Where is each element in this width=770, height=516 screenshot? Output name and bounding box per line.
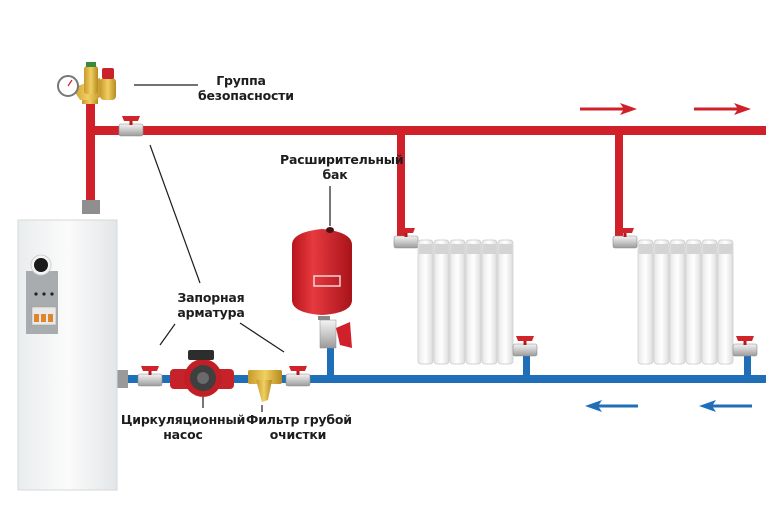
- radiator-section: [685, 239, 702, 365]
- arrow-left-icon: [699, 400, 752, 412]
- radiator-section-header: [719, 244, 732, 254]
- label-safety-group: Группа безопасности: [198, 73, 294, 103]
- radiator-section: [717, 239, 734, 365]
- radiator-section-header: [655, 244, 668, 254]
- label-coarse-filter: Фильтр грубой очистки: [246, 412, 352, 442]
- return-riser-tank: [327, 345, 334, 379]
- radiator-section-header: [451, 244, 464, 254]
- radiator-2-outlet-valve: [732, 335, 758, 357]
- electric-boiler: [17, 200, 128, 491]
- return-pipes: [120, 345, 766, 383]
- supply-drop-radiator-2: [615, 130, 623, 240]
- label-expansion-tank: Расширительный бак: [280, 152, 404, 182]
- radiator-1: [417, 239, 514, 365]
- radiator-section-header: [671, 244, 684, 254]
- safety-group: [57, 62, 116, 104]
- radiator-section-header: [435, 244, 448, 254]
- radiator-section: [449, 239, 466, 365]
- radiator-section: [417, 239, 434, 365]
- coarse-filter: [248, 370, 282, 402]
- radiator-section: [465, 239, 482, 365]
- arrow-right-icon: [580, 103, 637, 115]
- expansion-tank: [292, 227, 352, 349]
- label-shutoff-valves: Запорная арматура: [177, 290, 245, 320]
- radiator-section-header: [467, 244, 480, 254]
- radiator-1-outlet-valve: [512, 335, 538, 357]
- leader-shutoff-valve-top: [149, 144, 201, 284]
- radiator-2: [637, 239, 734, 365]
- shutoff-valve-supply: [118, 115, 144, 137]
- arrow-left-icon: [585, 400, 638, 412]
- radiator-section-header: [639, 244, 652, 254]
- leader-lines: [134, 84, 331, 412]
- radiator-section: [669, 239, 686, 365]
- return-main-pipe: [120, 375, 766, 383]
- radiator-section-header: [687, 244, 700, 254]
- shutoff-valve-boiler: [137, 365, 163, 387]
- return-riser-radiator-2: [744, 350, 751, 380]
- supply-riser-boiler: [86, 100, 95, 210]
- arrow-right-icon: [694, 103, 751, 115]
- supply-pipes: [86, 100, 766, 240]
- radiator-section-header: [703, 244, 716, 254]
- radiator-section: [433, 239, 450, 365]
- boiler-control-panel: [26, 254, 58, 334]
- leader-shutoff-valve-left: [159, 323, 176, 346]
- label-circulation-pump: Циркуляционный насос: [120, 412, 246, 442]
- leader-shutoff-valve-right: [239, 322, 285, 353]
- radiator-section-header: [419, 244, 432, 254]
- circulation-pump: [170, 350, 234, 397]
- radiator-section: [701, 239, 718, 365]
- supply-drop-radiator-1: [397, 130, 405, 240]
- shutoff-valve-filter: [285, 365, 311, 387]
- radiator-section-header: [483, 244, 496, 254]
- radiator-section: [637, 239, 654, 365]
- radiator-section: [481, 239, 498, 365]
- supply-main-pipe: [86, 126, 766, 135]
- radiator-section-header: [499, 244, 512, 254]
- radiator-section: [653, 239, 670, 365]
- radiator-section: [497, 239, 514, 365]
- return-riser-radiator-1: [523, 350, 530, 380]
